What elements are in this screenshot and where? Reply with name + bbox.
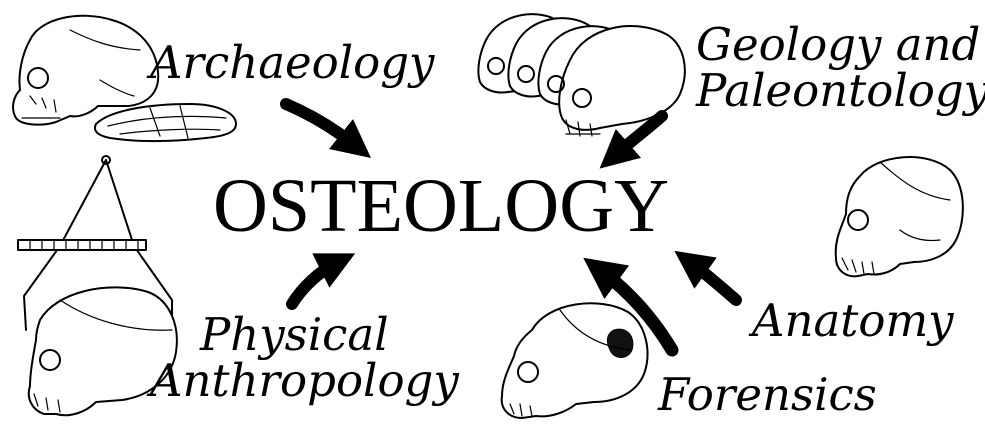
- label-physical-line1: Physical: [150, 312, 459, 358]
- label-physical-anthropology: Physical Anthropology: [150, 312, 459, 404]
- skull-icon: [502, 303, 648, 418]
- arrow-icon: [690, 262, 736, 300]
- stone-tool-icon: [95, 104, 236, 141]
- label-forensics: Forensics: [658, 372, 877, 418]
- label-geology-line2: Paleontology: [696, 68, 985, 114]
- arrow-icon: [292, 262, 338, 304]
- label-physical-line2: Anthropology: [150, 358, 459, 404]
- label-geology-line1: Geology and: [696, 22, 985, 68]
- label-anatomy: Anatomy: [752, 298, 954, 344]
- arrow-icon: [286, 104, 356, 146]
- label-archaeology: Archaeology: [150, 40, 434, 86]
- label-geology-paleontology: Geology and Paleontology: [696, 22, 985, 114]
- skull-icon: [836, 157, 963, 276]
- center-title: OSTEOLOGY: [213, 166, 669, 246]
